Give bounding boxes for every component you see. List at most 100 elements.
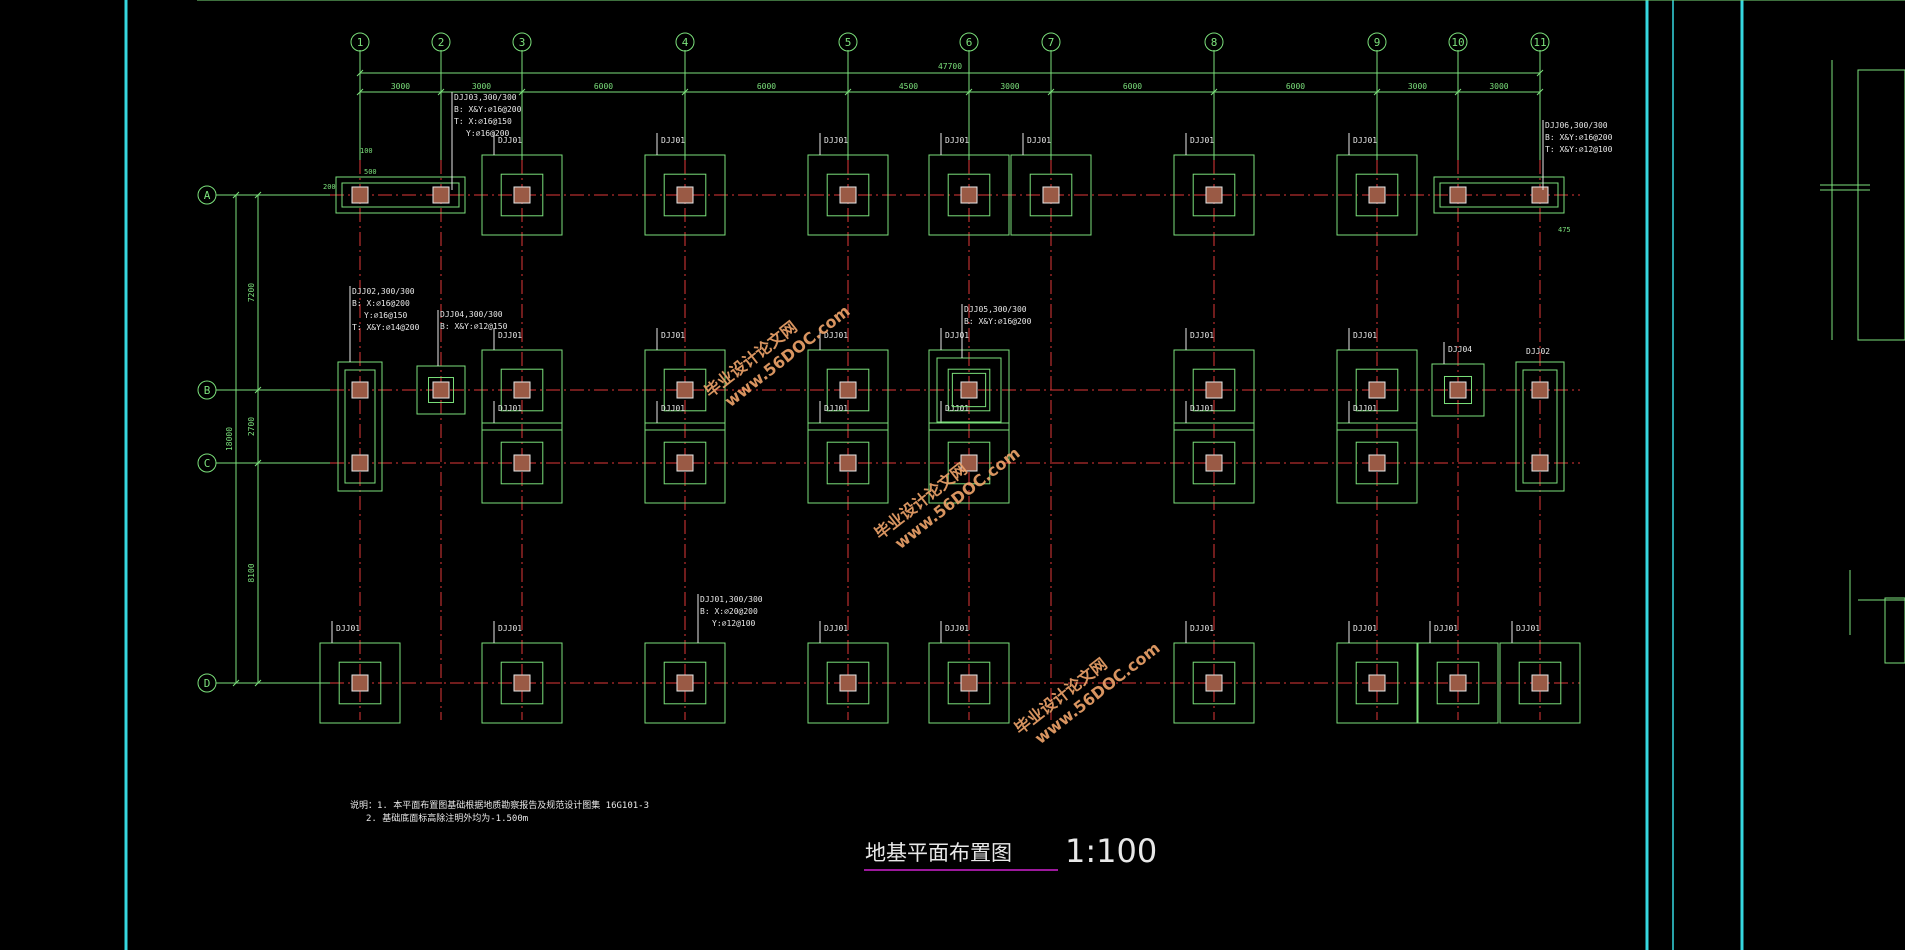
grid-bubble: [838, 32, 858, 52]
footing-outline: [807, 154, 889, 236]
footing: [936, 357, 1002, 423]
grid-bubble: [1204, 32, 1224, 52]
footing-outline: [1433, 176, 1565, 214]
footing-outline: [481, 349, 563, 431]
column: [1205, 454, 1223, 472]
column: [1531, 674, 1549, 692]
footing-step: [663, 441, 707, 485]
dimension-text: 500: [364, 168, 377, 176]
footing-outline: [1173, 154, 1255, 236]
footing-step: [826, 441, 870, 485]
footing: DJJ01: [1173, 401, 1255, 504]
footing-tag: DJJ01: [336, 624, 360, 633]
column: [513, 186, 531, 204]
callout-text: B: X&Y:⌀16@200: [1545, 133, 1613, 142]
grid-label: 3: [519, 36, 526, 49]
column: [351, 454, 369, 472]
footing: DJJ01: [1499, 621, 1581, 724]
dimension-tick: [518, 88, 526, 96]
grid-bubble: [197, 185, 217, 205]
footing: [644, 642, 726, 724]
callout-text: T: X&Y:⌀12@100: [1545, 145, 1613, 154]
column: [676, 381, 694, 399]
footing-tag: DJJ01: [661, 404, 685, 413]
column: [432, 381, 450, 399]
combined-footing-bc-1: [337, 361, 383, 492]
footing-tag: DJJ01: [661, 136, 685, 145]
dimension-text-spacing: 3000: [1000, 82, 1019, 91]
footing: DJJ01: [1173, 328, 1255, 431]
footing-step: [344, 369, 376, 484]
footing-step: [1436, 661, 1480, 705]
footing-step: [826, 368, 870, 412]
dimension-text: 100: [360, 147, 373, 155]
footing: DJJ01: [1173, 621, 1255, 724]
dimension-tick: [356, 69, 364, 77]
callout-text: Y:⌀16@200: [466, 129, 510, 138]
dimension-tick: [1454, 88, 1462, 96]
callout-text: B: X&Y:⌀12@150: [440, 322, 508, 331]
footing-step: [663, 368, 707, 412]
dimension-tick: [232, 679, 240, 687]
footing-tag: DJJ01: [1190, 624, 1214, 633]
footing-step: [1029, 173, 1073, 217]
footing: DJJ01: [928, 621, 1010, 724]
footing-step: [947, 173, 991, 217]
footing-outline: [319, 642, 401, 724]
callout-text: B: X&Y:⌀16@200: [454, 105, 522, 114]
footing-step: [1439, 182, 1559, 208]
dimension-tick: [254, 386, 262, 394]
combined-footing-a-right: [1433, 176, 1565, 214]
dimension-tick: [844, 88, 852, 96]
footing-step: [1192, 173, 1236, 217]
footing-outline: [928, 642, 1010, 724]
grid-bubble: [512, 32, 532, 52]
footing-tag: DJJ01: [498, 404, 522, 413]
drawing-title: 地基平面布置图: [865, 841, 1012, 865]
column: [351, 381, 369, 399]
callout-text: DJJ01,300/300: [700, 595, 763, 604]
footing: DJJ01: [807, 328, 889, 431]
footing-outline: [807, 349, 889, 431]
dimension-tick: [437, 88, 445, 96]
footing-tag: DJJ01: [1353, 404, 1377, 413]
footing: DJJ01: [1173, 133, 1255, 236]
footing: [416, 365, 466, 415]
footing-step: [947, 368, 991, 412]
footing: DJJ01: [481, 621, 563, 724]
column: [1531, 186, 1549, 204]
footing-tag: DJJ01: [824, 624, 848, 633]
footing-tag: DJJ01: [1353, 624, 1377, 633]
column: [1368, 186, 1386, 204]
footing-outline: [1173, 349, 1255, 431]
column: [351, 186, 369, 204]
dimension-text-spacing: 6000: [1123, 82, 1142, 91]
footing-step: [500, 368, 544, 412]
footing: DJJ01: [1417, 621, 1499, 724]
callout-text: Y:⌀16@150: [364, 311, 408, 320]
footing-outline: [644, 642, 726, 724]
footing-tag: DJJ01: [1190, 404, 1214, 413]
footing-step: [951, 372, 987, 408]
footing-tag: DJJ01: [945, 331, 969, 340]
drawing-scale: 1:100: [1065, 832, 1157, 870]
column: [1449, 186, 1467, 204]
dimension-tick: [1536, 88, 1544, 96]
notes: 说明：1. 本平面布置图基础根据地质勘察报告及规范设计图集 16G101-3 2…: [350, 799, 649, 824]
footing-outline: [481, 422, 563, 504]
footing-step: [1355, 368, 1399, 412]
combined-footing-a-left: [335, 176, 466, 214]
dimension-tick: [1047, 88, 1055, 96]
column: [839, 186, 857, 204]
dimension-tick: [681, 88, 689, 96]
footing-outline: [1431, 363, 1485, 417]
dimension-text-spacing: 6000: [757, 82, 776, 91]
column: [513, 454, 531, 472]
footing-step: [500, 173, 544, 217]
column: [1205, 674, 1223, 692]
